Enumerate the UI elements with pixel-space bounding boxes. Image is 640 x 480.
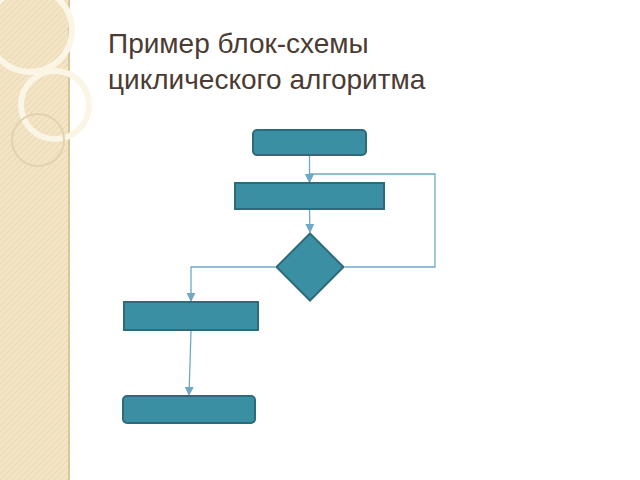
deco-ring: [0, 0, 72, 72]
terminal-box: [122, 395, 256, 424]
decision-diamond-outline: [275, 232, 345, 302]
flow-arrow: [189, 331, 191, 395]
flow-arrow: [309, 210, 311, 232]
process-box-outline: [234, 182, 385, 210]
process-box: [123, 301, 259, 331]
terminal-box: [252, 129, 367, 156]
flow-arrow: [191, 267, 275, 301]
process-box-outline: [123, 301, 259, 331]
process-box: [234, 182, 385, 210]
terminal-box-outline: [122, 395, 256, 424]
decision-diamond: [275, 232, 345, 302]
terminal-box-outline: [252, 129, 367, 156]
deco-ring: [21, 71, 89, 139]
slide-title: Пример блок-схемы циклического алгоритма: [108, 26, 508, 98]
deco-ring: [12, 114, 64, 166]
